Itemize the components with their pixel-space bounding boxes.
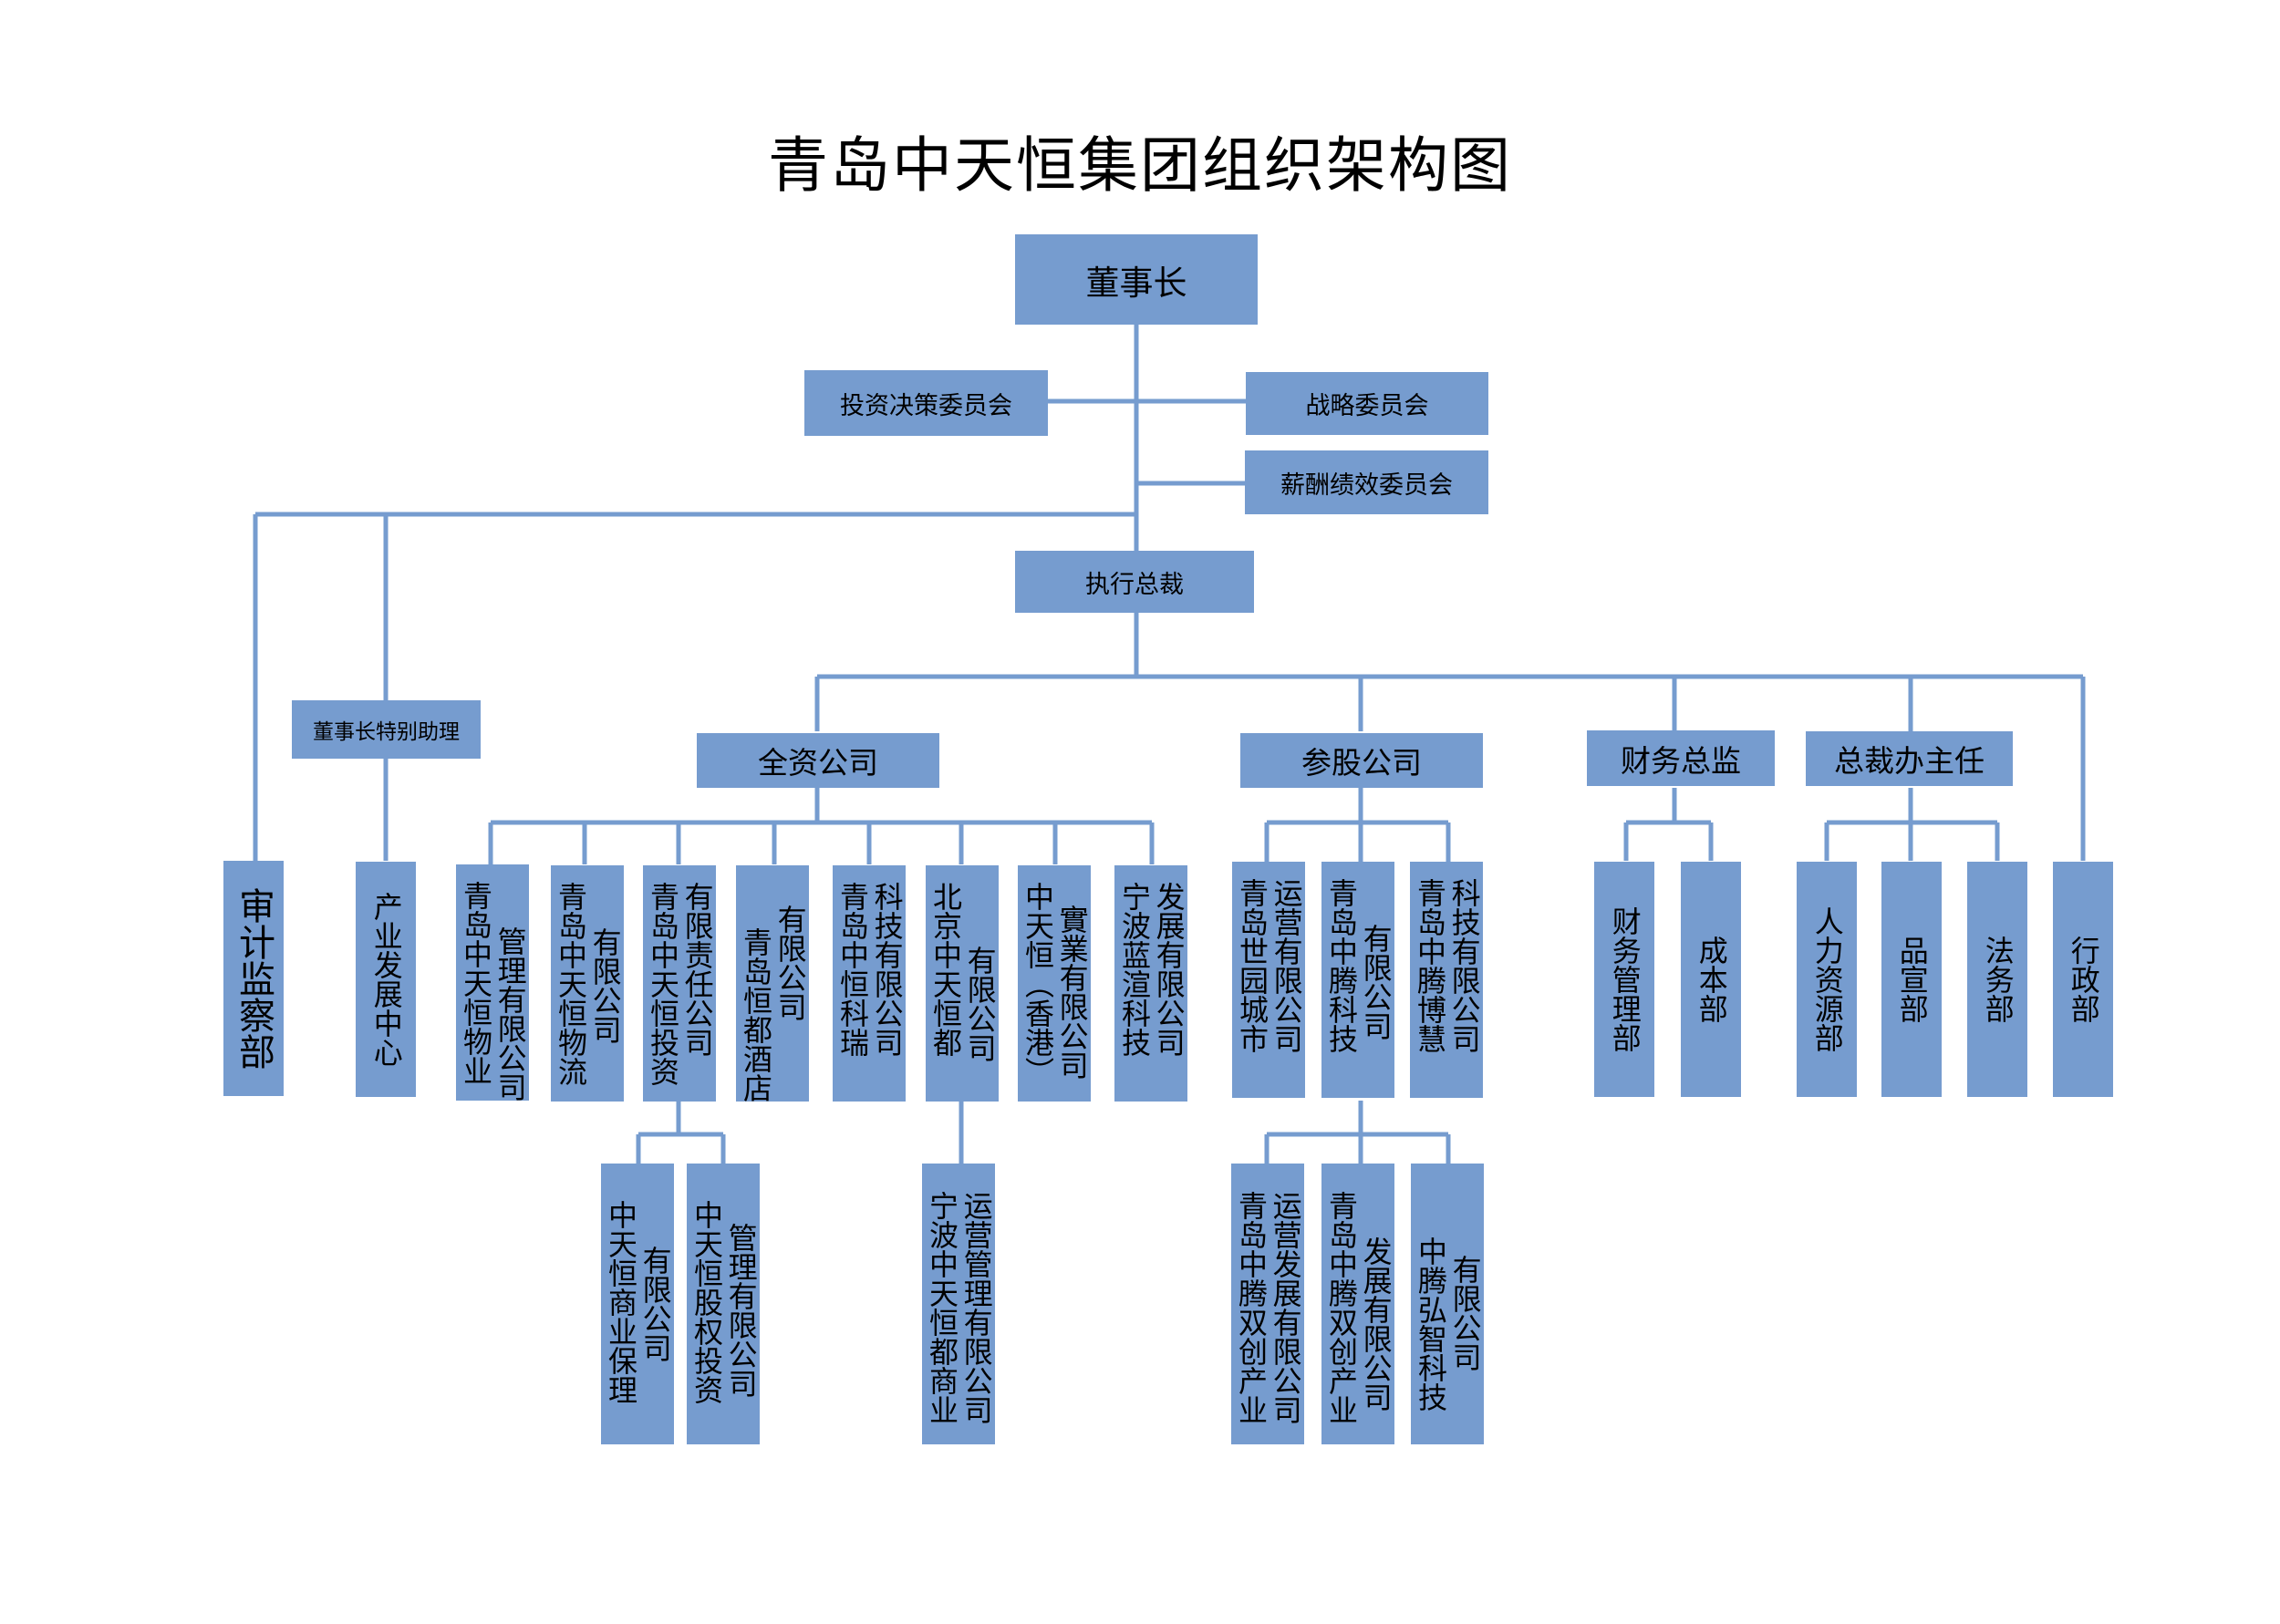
wholly-owned-box[interactable]: 全资公司 (697, 733, 939, 788)
box-text-column: 青岛中恒科瑞 (835, 882, 870, 1057)
compensation-committee-label: 薪酬绩效委员会 (1280, 471, 1453, 500)
audit-dept-label: 审计监察部 (233, 887, 275, 1070)
box-text-column: 有限公司 (962, 946, 998, 1062)
zt-hongzhi-tech-box[interactable]: 中腾弘智科技 有限公司 (1411, 1164, 1484, 1444)
branding-dept-box[interactable]: 品宣部 (1881, 862, 1942, 1097)
box-text-column: 管理有限公司 (492, 926, 528, 1102)
zth-hongkong-box[interactable]: 中天恒（香港） 實業有限公司 (1018, 865, 1091, 1102)
qd-zth-logistics-box[interactable]: 青岛中天恒物流 有限公司 (551, 865, 624, 1102)
qd-shiyuan-city-box[interactable]: 青岛世园城市 运营有限公司 (1232, 862, 1305, 1098)
investment-committee-box[interactable]: 投资决策委员会 (804, 370, 1048, 436)
admin-dept-box[interactable]: 行政部 (2053, 862, 2113, 1097)
nb-lanxuan-tech-box[interactable]: 宁波蓝渲科技 发展有限公司 (1114, 865, 1187, 1102)
box-text-column: 发展有限公司 (1151, 882, 1187, 1057)
qd-zhongteng-tech-box[interactable]: 青岛中腾科技 有限公司 (1321, 862, 1394, 1098)
box-text-column: 中天恒股权投资 (689, 1200, 724, 1404)
shareholding-label: 参股公司 (1301, 745, 1422, 781)
box-text-column: 发展有限公司 (1358, 1236, 1394, 1412)
branding-dept-label: 品宣部 (1894, 936, 1930, 1023)
executive-president-label: 执行总裁 (1085, 570, 1184, 599)
box-text-column: 青岛中天恒物流 (554, 882, 588, 1086)
hr-dept-label: 人力资源部 (1809, 906, 1845, 1052)
box-text-column: 有限公司 (587, 927, 623, 1044)
box-text-column: 运营管理有限公司 (959, 1191, 994, 1424)
qd-hengdu-hotel-box[interactable]: 青岛恒都酒店 有限公司 (736, 865, 809, 1102)
audit-dept-box[interactable]: 审计监察部 (223, 861, 284, 1096)
cost-dept-label: 成本部 (1694, 936, 1729, 1023)
qd-zhongteng-bohui-box[interactable]: 青岛中腾博慧 科技有限公司 (1410, 862, 1483, 1098)
cfo-label: 财务总监 (1621, 742, 1741, 779)
admin-dept-label: 行政部 (2066, 936, 2101, 1023)
cost-dept-box[interactable]: 成本部 (1681, 862, 1741, 1097)
chairman-assistant-label: 董事长特别助理 (313, 720, 460, 744)
box-text-column: 中腾弘智科技 (1414, 1236, 1448, 1412)
box-text-column: 有限公司 (1447, 1255, 1483, 1371)
qd-zt-innovation-ops-box[interactable]: 青岛中腾双创产业 运营发展有限公司 (1231, 1164, 1304, 1444)
executive-president-box[interactable]: 执行总裁 (1015, 551, 1254, 613)
shareholding-box[interactable]: 参股公司 (1240, 733, 1483, 788)
compensation-committee-box[interactable]: 薪酬绩效委员会 (1245, 450, 1488, 514)
box-text-column: 青岛中天恒投资 (646, 882, 680, 1086)
chairman-label: 董事长 (1085, 263, 1187, 303)
zth-factoring-box[interactable]: 中天恒商业保理 有限公司 (601, 1164, 674, 1444)
box-text-column: 科技有限公司 (869, 882, 905, 1057)
chairman-assistant-box[interactable]: 董事长特别助理 (292, 700, 481, 759)
bj-zth-du-box[interactable]: 北京中天恒都 有限公司 (926, 865, 999, 1102)
wholly-owned-label: 全资公司 (758, 745, 878, 781)
president-office-director-label: 总裁办主任 (1834, 743, 1985, 779)
box-text-column: 科技有限公司 (1446, 878, 1482, 1053)
nb-zth-du-commercial-box[interactable]: 宁波中天恒都商业 运营管理有限公司 (922, 1164, 995, 1444)
box-text-column: 青岛中腾双创产业 (1324, 1191, 1359, 1424)
chart-title: 青岛中天恒集团组织架构图 (768, 130, 1512, 201)
box-text-column: 运营发展有限公司 (1268, 1191, 1303, 1424)
qd-zhonghengkerui-box[interactable]: 青岛中恒科瑞 科技有限公司 (833, 865, 906, 1102)
box-text-column: 青岛中腾科技 (1324, 878, 1359, 1053)
box-text-column: 中天恒商业保理 (604, 1200, 638, 1404)
box-text-column: 宁波中天恒都商业 (925, 1191, 959, 1424)
box-text-column: 青岛中腾博慧 (1413, 878, 1447, 1053)
qd-zth-property-box[interactable]: 青岛中天恒物业 管理有限公司 (456, 864, 529, 1102)
zth-equity-investment-box[interactable]: 中天恒股权投资 管理有限公司 (687, 1164, 760, 1444)
cfo-box[interactable]: 财务总监 (1587, 730, 1775, 786)
finance-management-dept-label: 财务管理部 (1607, 906, 1643, 1052)
qd-zt-innovation-dev-box[interactable]: 青岛中腾双创产业 发展有限公司 (1321, 1164, 1394, 1444)
finance-management-dept-box[interactable]: 财务管理部 (1594, 862, 1654, 1097)
box-text-column: 有限公司 (637, 1246, 673, 1362)
box-text-column: 北京中天恒都 (928, 882, 963, 1057)
legal-dept-label: 法务部 (1980, 936, 2016, 1023)
box-text-column: 有限责任公司 (679, 882, 715, 1057)
qd-zth-investment-box[interactable]: 青岛中天恒投资 有限责任公司 (643, 865, 716, 1102)
strategy-committee-box[interactable]: 战略委员会 (1246, 372, 1488, 435)
investment-committee-label: 投资决策委员会 (840, 391, 1012, 420)
box-text-column: 有限公司 (1358, 924, 1394, 1040)
legal-dept-box[interactable]: 法务部 (1967, 862, 2027, 1097)
box-text-column: 运营有限公司 (1269, 878, 1304, 1053)
box-text-column: 青岛恒都酒店 (739, 927, 773, 1102)
box-text-column: 青岛中腾双创产业 (1234, 1191, 1269, 1424)
industry-development-center-label: 产业发展中心 (368, 892, 404, 1067)
box-text-column: 有限公司 (772, 905, 808, 1021)
hr-dept-box[interactable]: 人力资源部 (1797, 862, 1857, 1097)
president-office-director-box[interactable]: 总裁办主任 (1806, 731, 2013, 786)
box-text-column: 實業有限公司 (1054, 905, 1090, 1080)
box-text-column: 青岛中天恒物业 (459, 881, 493, 1085)
strategy-committee-label: 战略委员会 (1305, 392, 1429, 420)
box-text-column: 宁波蓝渲科技 (1117, 882, 1152, 1057)
box-text-column: 中天恒（香港） (1021, 882, 1055, 1086)
industry-development-center-box[interactable]: 产业发展中心 (356, 862, 416, 1097)
chairman-box[interactable]: 董事长 (1015, 234, 1258, 325)
box-text-column: 青岛世园城市 (1235, 878, 1270, 1053)
box-text-column: 管理有限公司 (723, 1223, 759, 1398)
